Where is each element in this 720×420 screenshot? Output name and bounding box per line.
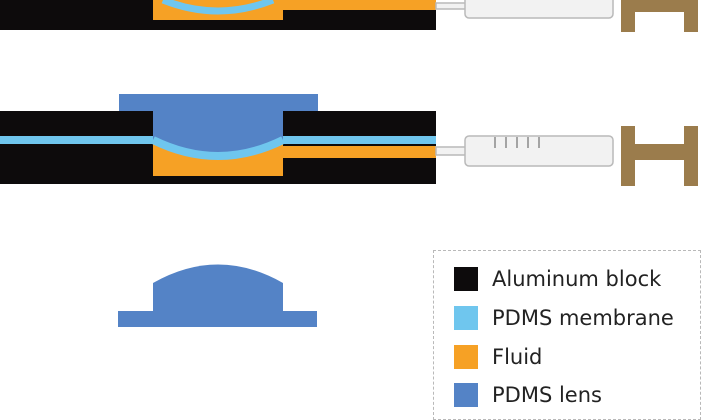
legend-swatch-aluminum-block <box>454 267 478 291</box>
stage-2-syringe <box>435 126 698 186</box>
stage-1-syringe-barrel <box>464 0 614 19</box>
stage-2-syringe-tip <box>435 146 467 156</box>
legend-item-aluminum-block: Aluminum block <box>454 265 661 293</box>
stage-1-syringe-thumb-plate <box>684 0 698 32</box>
legend-item-pdms-lens: PDMS lens <box>454 381 602 409</box>
stage-3-finished-lens <box>118 264 317 327</box>
stage-1-syringe <box>435 0 698 32</box>
stage-2-syringe-barrel <box>464 135 614 167</box>
stage-2-left-aluminum-block <box>0 111 153 184</box>
stage-2-fluid-channel <box>283 146 436 158</box>
stage-1-syringe-collar <box>621 0 635 32</box>
legend-item-pdms-membrane: PDMS membrane <box>454 304 674 332</box>
stage-2-lens-body <box>153 112 283 156</box>
legend-swatch-pdms-membrane <box>454 306 478 330</box>
legend-label-fluid: Fluid <box>492 345 543 369</box>
legend-swatch-fluid <box>454 345 478 369</box>
stage-1-assembly <box>0 0 436 30</box>
legend-label-pdms-lens: PDMS lens <box>492 383 602 407</box>
stage-2-lens-cap <box>119 94 318 112</box>
lens-fabrication-diagram <box>0 0 698 327</box>
stage-2-right-membrane <box>283 136 436 144</box>
stage-1-fluid-channel <box>283 0 436 10</box>
stage-2-syringe-collar <box>621 126 635 186</box>
legend-label-pdms-membrane: PDMS membrane <box>492 306 674 330</box>
stage-2-syringe-thumb-plate <box>684 126 698 186</box>
legend: Aluminum block PDMS membrane Fluid PDMS … <box>433 250 701 420</box>
legend-swatch-pdms-lens <box>454 383 478 407</box>
stage-3-lens-dome <box>153 264 283 312</box>
stage-3-lens-base <box>118 311 317 327</box>
stage-2-left-membrane <box>0 136 153 144</box>
stage-1-syringe-tip <box>435 2 467 10</box>
legend-item-fluid: Fluid <box>454 343 542 371</box>
stage-2-assembly <box>0 94 436 184</box>
stage-2-curved-membrane <box>151 136 285 160</box>
stage-1-membrane <box>161 0 275 15</box>
stage-2-syringe-plunger-rod <box>634 144 685 160</box>
stage-2-syringe-graduations <box>494 137 540 148</box>
stage-2-center-aluminum-base <box>153 176 283 184</box>
stage-1-syringe-plunger-rod <box>634 0 685 12</box>
legend-label-aluminum-block: Aluminum block <box>492 267 662 291</box>
